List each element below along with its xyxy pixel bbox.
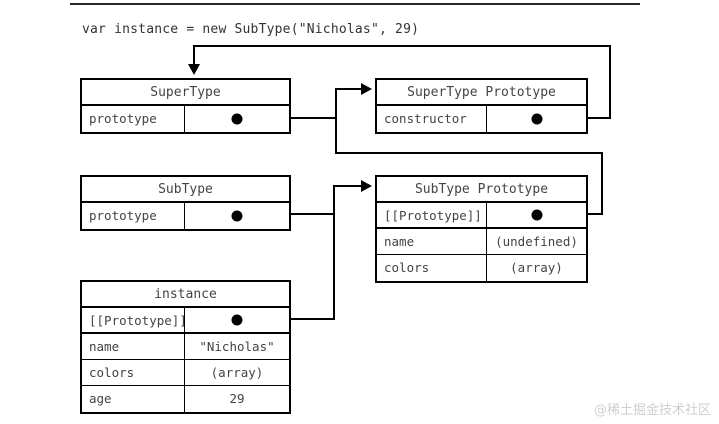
watermark: @稀土掘金技术社区 xyxy=(593,403,711,418)
connector-subtype-proto-head xyxy=(333,185,362,187)
arrowhead-into-supertype-prototype xyxy=(361,83,372,95)
field-value: "Nicholas" xyxy=(199,339,275,354)
pointer-dot-icon xyxy=(531,113,542,125)
box-subtype-title: SubType xyxy=(82,177,289,203)
box-supertype-prototype: SuperType Prototype constructor xyxy=(375,78,588,134)
table-row: colors (array) xyxy=(377,255,586,281)
field-value xyxy=(185,308,289,332)
connector-subproto-proto-riser xyxy=(601,152,603,215)
field-value: (array) xyxy=(510,260,563,275)
box-supertype-title: SuperType xyxy=(82,80,289,106)
field-value xyxy=(185,203,289,229)
connector-constructor-down-drop xyxy=(193,45,195,65)
connector-supertype-proto-riser xyxy=(335,88,337,119)
top-divider xyxy=(70,3,640,5)
field-key: name xyxy=(82,334,185,359)
table-row: prototype xyxy=(82,203,289,229)
pointer-dot-icon xyxy=(231,210,243,222)
table-row: [[Prototype]] xyxy=(82,308,289,334)
connector-constructor-right-riser xyxy=(609,45,611,118)
code-caption: var instance = new SubType("Nicholas", 2… xyxy=(82,22,420,37)
field-key: age xyxy=(82,386,185,412)
table-row: [[Prototype]] xyxy=(377,203,586,229)
box-subtype: SubType prototype xyxy=(80,175,291,231)
connector-supertype-proto-head xyxy=(335,88,362,90)
connector-subproto-proto-cross xyxy=(335,152,603,154)
field-key: colors xyxy=(82,360,185,385)
field-value: 29 xyxy=(229,391,245,406)
field-key: prototype xyxy=(82,203,185,229)
field-key: constructor xyxy=(377,106,487,132)
field-value xyxy=(185,106,289,132)
field-value xyxy=(487,203,586,227)
table-row: age 29 xyxy=(82,386,289,412)
table-row: prototype xyxy=(82,106,289,132)
connector-constructor-top xyxy=(193,45,611,47)
field-value xyxy=(487,106,586,132)
box-instance-title: instance xyxy=(82,282,289,308)
box-instance: instance [[Prototype]] name "Nicholas" c… xyxy=(80,280,291,414)
field-key: colors xyxy=(377,255,487,281)
box-subtype-prototype: SubType Prototype [[Prototype]] name (un… xyxy=(375,175,588,283)
field-key: name xyxy=(377,229,487,254)
box-supertype: SuperType prototype xyxy=(80,78,291,134)
table-row: colors (array) xyxy=(82,360,289,386)
pointer-dot-icon xyxy=(231,113,243,125)
pointer-dot-icon xyxy=(231,314,243,326)
connector-subproto-proto-up xyxy=(335,117,337,154)
box-supertype-prototype-title: SuperType Prototype xyxy=(377,80,586,106)
arrowhead-into-subtype-prototype xyxy=(361,180,372,192)
table-row: name (undefined) xyxy=(377,229,586,255)
field-value: (undefined) xyxy=(495,234,578,249)
arrowhead-into-supertype xyxy=(188,64,200,75)
field-key: [[Prototype]] xyxy=(82,308,185,332)
field-key: [[Prototype]] xyxy=(377,203,487,227)
field-value: (array) xyxy=(210,365,264,380)
box-subtype-prototype-title: SubType Prototype xyxy=(377,177,586,203)
field-key: prototype xyxy=(82,106,185,132)
table-row: constructor xyxy=(377,106,586,132)
connector-subtype-instance-riser xyxy=(333,185,335,320)
pointer-dot-icon xyxy=(531,209,542,221)
table-row: name "Nicholas" xyxy=(82,334,289,360)
